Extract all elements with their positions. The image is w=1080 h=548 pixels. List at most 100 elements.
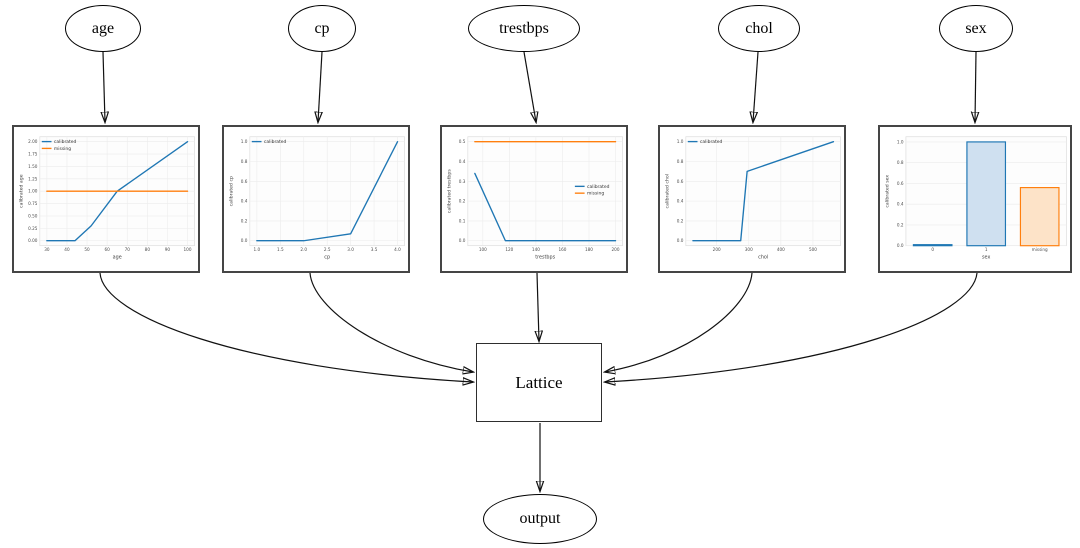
x-tick-label: 1.0 [254,247,261,252]
y-axis-label: calibrated cp [228,176,234,206]
edge-cp-to-calibrator [318,51,322,122]
x-tick-label: 300 [745,247,753,252]
x-tick-label: missing [1032,247,1048,252]
x-axis-label: cp [324,254,330,260]
y-tick-label: 0.8 [241,159,248,164]
y-tick-label: 1.0 [897,139,904,144]
y-tick-label: 0.2 [241,218,248,223]
y-tick-label: 0.75 [28,201,38,206]
x-tick-label: 200 [612,247,620,252]
series-line-calibrated [46,141,189,242]
input-node-chol: chol [718,5,800,52]
x-tick-label: 70 [125,247,131,252]
legend-label: missing [54,146,71,152]
y-tick-label: 0.1 [459,218,466,223]
edge-chol-calibrator-to-lattice [605,272,753,372]
x-axis-label: chol [758,254,768,260]
y-tick-label: 0.2 [459,199,466,204]
bar-0 [912,244,953,247]
calibrator-plot-age: 0.000.250.500.751.001.251.501.752.00agec… [18,136,195,260]
y-tick-label: 0.4 [677,199,684,204]
x-tick-label: 160 [558,247,566,252]
y-tick-label: 0.6 [241,179,248,184]
x-tick-label: 100 [479,247,487,252]
input-node-chol-label: chol [745,19,773,37]
x-tick-label: 200 [713,247,721,252]
edge-chol-to-calibrator [753,51,759,122]
y-tick-label: 0.4 [241,199,248,204]
y-tick-label: 0.4 [897,202,904,207]
y-tick-label: 1.0 [241,139,248,144]
x-tick-label: 90 [165,247,171,252]
y-tick-label: 0.50 [28,213,38,218]
y-tick-label: 1.0 [677,139,684,144]
x-tick-label: 1 [985,247,988,252]
input-node-trestbps-label: trestbps [499,19,549,37]
x-tick-label: 500 [809,247,817,252]
input-node-trestbps: trestbps [468,5,580,52]
y-tick-label: 0.0 [241,238,248,243]
legend-label: calibrated [54,139,77,145]
y-tick-label: 2.00 [28,139,38,144]
x-tick-label: 140 [532,247,540,252]
legend-label: calibrated [264,139,287,145]
y-tick-label: 0.0 [459,238,466,243]
y-tick-label: 0.2 [677,218,684,223]
edge-trestbps-calibrator-to-lattice [537,272,539,341]
y-tick-label: 0.8 [897,160,904,165]
lattice-node: Lattice [476,343,602,422]
calibrator-chart-cp: 0.0 0.2 0.4 0.6 0.8 1.0 cp calibrated cp 1.0 1.5 2… [222,125,410,273]
x-tick-label: 50 [84,247,90,252]
input-node-sex: sex [939,5,1013,52]
y-tick-label: 0.4 [459,159,466,164]
edge-age-calibrator-to-lattice [99,272,473,382]
x-tick-label: 100 [184,247,192,252]
x-tick-label: 3.5 [371,247,378,252]
y-tick-label: 0.0 [897,243,904,248]
output-node-label: output [519,510,561,527]
legend-label: missing [587,191,604,197]
x-tick-label: 30 [44,247,50,252]
input-node-age: age [65,5,141,52]
y-axis-label: calibrated trestbps [446,169,452,214]
x-axis-label: age [113,254,122,260]
bar-missing [1019,186,1060,247]
y-tick-label: 1.25 [28,176,38,181]
y-tick-label: 1.75 [28,152,38,157]
edge-age-to-calibrator [103,51,105,122]
y-axis-label: calibrated age [18,174,24,208]
y-tick-label: 0.5 [459,139,466,144]
edge-cp-calibrator-to-lattice [309,272,473,372]
y-tick-label: 0.3 [459,179,466,184]
legend-label: calibrated [700,139,723,145]
x-tick-label: 1.5 [277,247,284,252]
x-axis-label: sex [982,254,990,260]
input-node-cp-label: cp [314,19,330,37]
series-line-calibrated [256,141,399,242]
x-tick-label: 400 [777,247,785,252]
y-axis-label: calibrated sex [884,175,890,208]
y-tick-label: 0.2 [897,222,904,227]
x-tick-label: 4.0 [394,247,401,252]
y-tick-label: 1.00 [28,189,38,194]
x-tick-label: 0 [931,247,934,252]
input-node-cp: cp [288,5,356,52]
y-tick-label: 0.8 [677,159,684,164]
legend-label: calibrated [587,184,610,190]
input-node-age-label: age [91,19,115,37]
y-axis-label: calibrated chol [664,174,670,209]
x-tick-label: 2.5 [324,247,331,252]
calibrator-plot-cp: 0.0 0.2 0.4 0.6 0.8 1.0 cp calibrated cp 1.0 1.5 2… [228,136,405,260]
y-tick-label: 1.50 [28,164,38,169]
y-tick-label: 0.6 [677,179,684,184]
edge-sex-calibrator-to-lattice [605,272,978,382]
output-node: output [483,494,597,544]
